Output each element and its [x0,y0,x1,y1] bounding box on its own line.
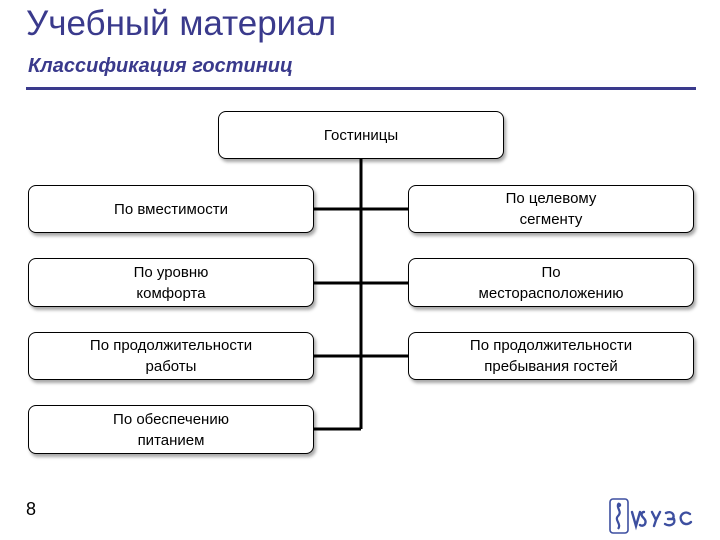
page-title: Учебный материал [26,4,337,43]
node-by-location: По месторасположению [408,258,694,307]
node-by-operation-duration: По продолжительности работы [28,332,314,380]
node-by-target-segment: По целевому сегменту [408,185,694,233]
page-number: 8 [26,499,37,519]
node-by-comfort-level: По уровню комфорта [28,258,314,307]
node-by-stay-duration: По продолжительности пребывания гостей [408,332,694,380]
node-root-hotels: Гостиницы [218,111,504,159]
vguès-logo-icon [609,498,693,534]
node-by-catering: По обеспечению питанием [28,405,314,454]
page-subtitle: Классификация гостиниц [28,55,293,77]
header-divider [26,87,696,90]
node-by-capacity: По вместимости [28,185,314,233]
